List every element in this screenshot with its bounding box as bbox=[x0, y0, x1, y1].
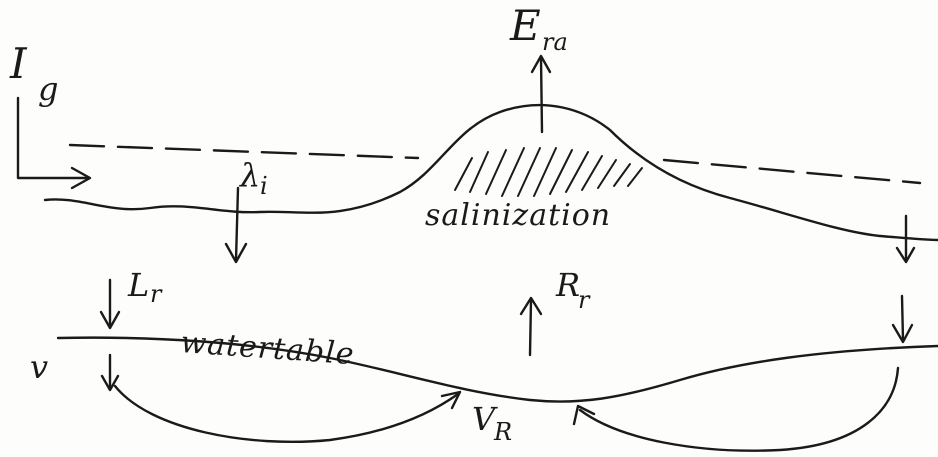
leaching-arrow bbox=[99, 278, 121, 330]
watertable-line bbox=[56, 336, 938, 403]
irrigation-inflow-arrow bbox=[16, 96, 92, 190]
ig-label: I bbox=[9, 39, 28, 88]
watertable-label: watertable bbox=[179, 325, 355, 372]
ig-subscript: g bbox=[38, 70, 58, 108]
vr-subscript: R bbox=[493, 418, 512, 446]
rr-subscript: r bbox=[578, 286, 591, 314]
rr-label: R bbox=[555, 266, 580, 304]
vr-label: V bbox=[472, 400, 498, 438]
water-level-dashed-line bbox=[68, 143, 922, 185]
capillary-rise-arrow bbox=[519, 296, 543, 357]
evaporation-arrow bbox=[530, 54, 552, 134]
era-label: E bbox=[509, 1, 541, 50]
salinization-label: salinization bbox=[425, 198, 611, 233]
salinization-hatching bbox=[454, 147, 643, 197]
lr-subscript: r bbox=[150, 280, 163, 308]
groundwater-flow-right-arrow bbox=[572, 366, 900, 452]
v-label: v bbox=[30, 348, 48, 386]
lambda-subscript: i bbox=[260, 172, 268, 200]
infiltration-arrow bbox=[224, 186, 248, 264]
right-surface-down-arrow bbox=[895, 214, 916, 264]
lambda-label: λ bbox=[238, 156, 260, 194]
lr-label: L bbox=[127, 266, 149, 304]
left-below-watertable-arrow bbox=[100, 353, 120, 392]
groundwater-flow-left-arrow bbox=[113, 384, 462, 443]
era-subscript: ra bbox=[542, 28, 568, 56]
ground-surface-line bbox=[43, 103, 938, 242]
right-watertable-down-arrow bbox=[891, 294, 914, 344]
